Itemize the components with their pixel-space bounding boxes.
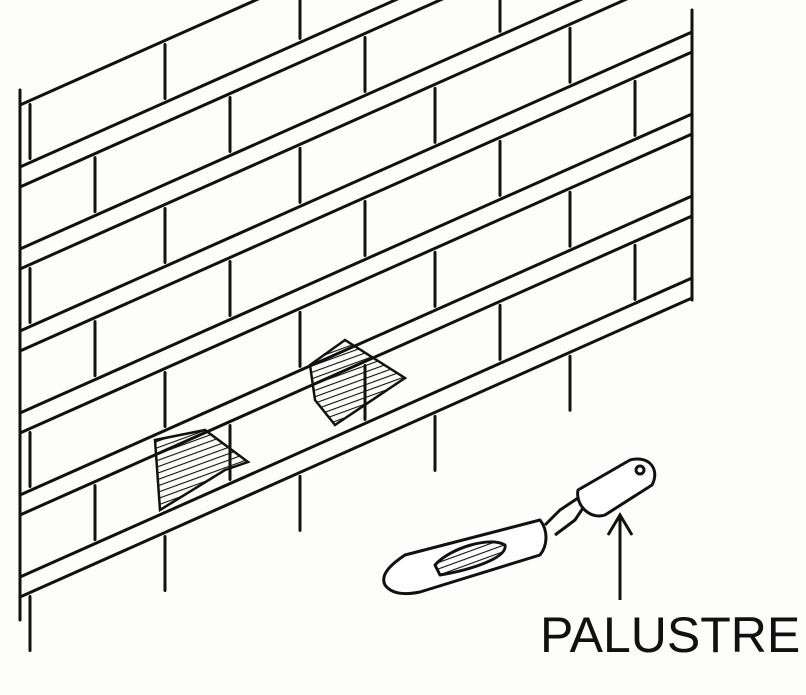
brick-line	[18, 194, 694, 497]
trowel-label: PALUSTRE	[540, 607, 801, 663]
mortar-patches	[153, 338, 408, 513]
brick-line	[18, 132, 694, 435]
brick-line	[18, 112, 694, 415]
brick-line	[18, 0, 584, 251]
trowel-icon	[382, 457, 657, 596]
brick-line	[18, 0, 629, 271]
arrow-icon	[606, 512, 634, 600]
brick-line	[18, 296, 694, 599]
brick-line	[18, 0, 444, 189]
brick-line	[18, 30, 694, 333]
brick-line	[18, 50, 694, 353]
brick-line	[18, 276, 694, 579]
brick-line	[18, 0, 260, 107]
brick-line	[18, 0, 399, 169]
